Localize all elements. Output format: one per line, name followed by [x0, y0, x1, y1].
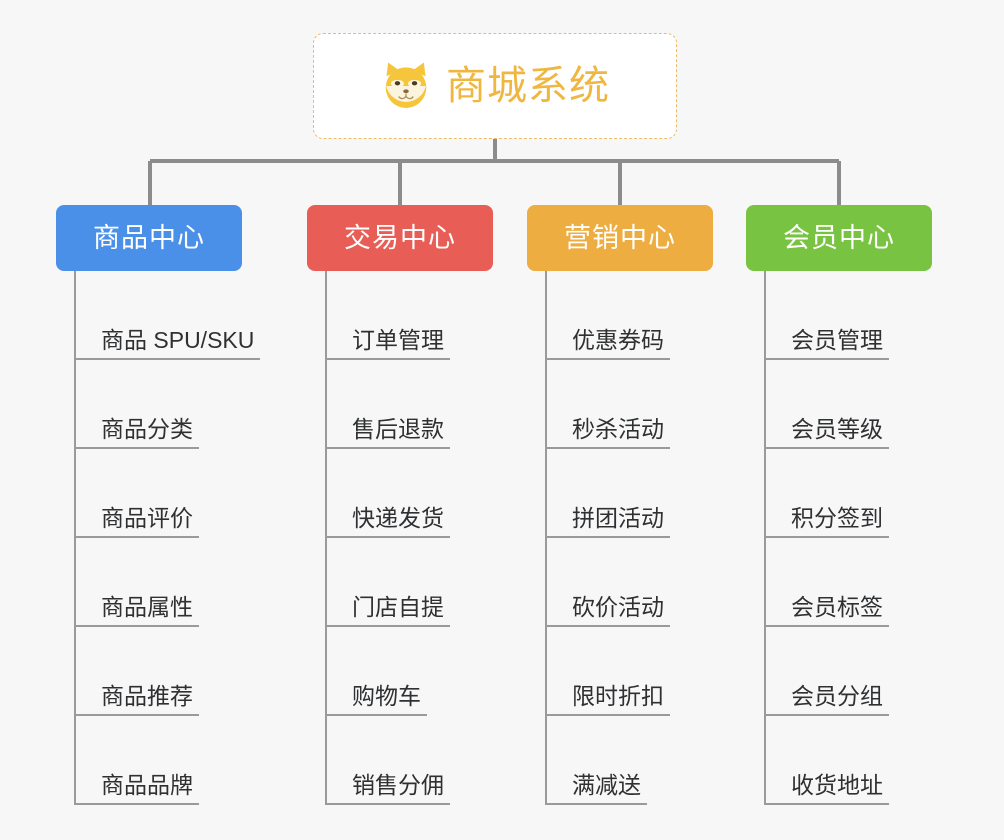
leaf-underline: [325, 803, 450, 805]
leaf-label: 砍价活动: [572, 594, 664, 620]
leaf-underline: [74, 447, 199, 449]
leaf-label: 商品推荐: [101, 683, 193, 709]
leaf-underline: [545, 625, 670, 627]
leaf-label: 满减送: [572, 772, 641, 798]
root-node[interactable]: 商城系统: [313, 33, 677, 139]
leaf-item[interactable]: 商品分类: [56, 360, 242, 449]
leaf-label: 商品评价: [101, 505, 193, 531]
leaf-underline: [74, 358, 260, 360]
leaf-underline: [74, 625, 199, 627]
leaf-label: 拼团活动: [572, 505, 664, 531]
leaf-item[interactable]: 会员分组: [746, 627, 932, 716]
category-label-1: 商品中心: [93, 222, 205, 253]
branch-column-2: 交易中心 订单管理 售后退款 快递发货 门店自提 购物车: [307, 205, 493, 805]
leaf-label: 会员分组: [791, 683, 883, 709]
leaf-underline: [325, 714, 427, 716]
leaf-underline: [325, 536, 450, 538]
leaf-item[interactable]: 优惠券码: [527, 271, 713, 360]
leaf-list-2: 订单管理 售后退款 快递发货 门店自提 购物车 销售分佣: [307, 271, 493, 805]
leaf-item[interactable]: 售后退款: [307, 360, 493, 449]
leaf-underline: [325, 358, 450, 360]
category-box-2[interactable]: 交易中心: [307, 205, 493, 271]
leaf-item[interactable]: 会员管理: [746, 271, 932, 360]
branch-column-4: 会员中心 会员管理 会员等级 积分签到 会员标签 会员分组: [746, 205, 932, 805]
leaf-underline: [764, 536, 889, 538]
leaf-underline: [74, 714, 199, 716]
category-box-1[interactable]: 商品中心: [56, 205, 242, 271]
leaf-item[interactable]: 秒杀活动: [527, 360, 713, 449]
leaf-underline: [764, 358, 889, 360]
leaf-label: 积分签到: [791, 505, 883, 531]
leaf-label: 购物车: [352, 683, 421, 709]
leaf-item[interactable]: 积分签到: [746, 449, 932, 538]
root-title: 商城系统: [446, 64, 610, 108]
category-label-4: 会员中心: [783, 222, 895, 253]
leaf-item[interactable]: 门店自提: [307, 538, 493, 627]
leaf-list-1: 商品 SPU/SKU 商品分类 商品评价 商品属性 商品推荐 商品品牌: [56, 271, 260, 805]
leaf-item[interactable]: 会员等级: [746, 360, 932, 449]
leaf-underline: [545, 714, 670, 716]
category-box-3[interactable]: 营销中心: [527, 205, 713, 271]
leaf-underline: [545, 447, 670, 449]
leaf-label: 会员等级: [791, 416, 883, 442]
leaf-label: 秒杀活动: [572, 416, 664, 442]
leaf-item[interactable]: 商品评价: [56, 449, 242, 538]
category-label-3: 营销中心: [564, 222, 676, 253]
leaf-label: 商品品牌: [101, 772, 193, 798]
leaf-label: 优惠券码: [572, 327, 664, 353]
shiba-dog-face-icon: [380, 60, 432, 112]
leaf-underline: [764, 625, 889, 627]
leaf-item[interactable]: 商品属性: [56, 538, 242, 627]
leaf-item[interactable]: 订单管理: [307, 271, 493, 360]
leaf-underline: [74, 536, 199, 538]
leaf-underline: [545, 536, 670, 538]
leaf-label: 商品分类: [101, 416, 193, 442]
leaf-label: 销售分佣: [352, 772, 444, 798]
leaf-label: 门店自提: [352, 594, 444, 620]
leaf-item[interactable]: 收货地址: [746, 716, 932, 805]
leaf-item[interactable]: 拼团活动: [527, 449, 713, 538]
leaf-item[interactable]: 销售分佣: [307, 716, 493, 805]
leaf-item[interactable]: 购物车: [307, 627, 493, 716]
branch-column-3: 营销中心 优惠券码 秒杀活动 拼团活动 砍价活动 限时折扣: [527, 205, 713, 805]
leaf-underline: [764, 714, 889, 716]
leaf-item[interactable]: 砍价活动: [527, 538, 713, 627]
leaf-label: 订单管理: [352, 327, 444, 353]
branch-column-1: 商品中心 商品 SPU/SKU 商品分类 商品评价 商品属性 商品推荐: [56, 205, 260, 805]
leaf-label: 商品 SPU/SKU: [101, 327, 255, 353]
leaf-underline: [325, 625, 450, 627]
leaf-item[interactable]: 限时折扣: [527, 627, 713, 716]
leaf-list-3: 优惠券码 秒杀活动 拼团活动 砍价活动 限时折扣 满减送: [527, 271, 713, 805]
leaf-underline: [764, 447, 889, 449]
leaf-underline: [325, 447, 450, 449]
leaf-underline: [545, 358, 670, 360]
leaf-list-4: 会员管理 会员等级 积分签到 会员标签 会员分组 收货地址: [746, 271, 932, 805]
category-label-2: 交易中心: [344, 222, 456, 253]
leaf-item[interactable]: 商品 SPU/SKU: [56, 271, 260, 360]
leaf-label: 会员管理: [791, 327, 883, 353]
leaf-item[interactable]: 满减送: [527, 716, 713, 805]
leaf-label: 收货地址: [791, 772, 883, 798]
leaf-label: 快递发货: [352, 505, 444, 531]
leaf-item[interactable]: 商品品牌: [56, 716, 242, 805]
leaf-underline: [74, 803, 199, 805]
leaf-label: 限时折扣: [572, 683, 664, 709]
leaf-underline: [764, 803, 889, 805]
category-box-4[interactable]: 会员中心: [746, 205, 932, 271]
leaf-item[interactable]: 商品推荐: [56, 627, 242, 716]
leaf-label: 售后退款: [352, 416, 444, 442]
leaf-item[interactable]: 会员标签: [746, 538, 932, 627]
leaf-label: 商品属性: [101, 594, 193, 620]
leaf-item[interactable]: 快递发货: [307, 449, 493, 538]
leaf-underline: [545, 803, 647, 805]
leaf-label: 会员标签: [791, 594, 883, 620]
